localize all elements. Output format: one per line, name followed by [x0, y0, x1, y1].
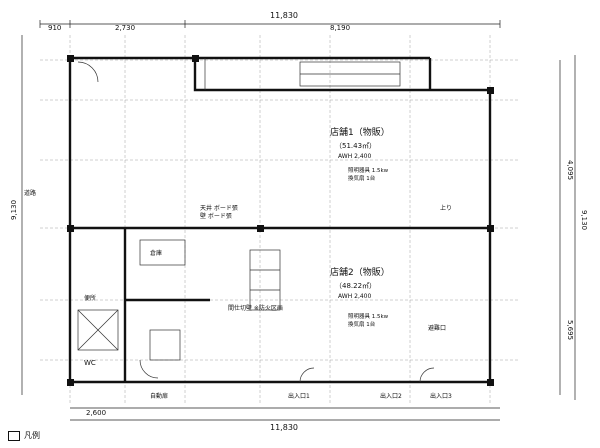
dim-bottom-total: 11,830	[270, 423, 298, 432]
legend-label: 凡例	[24, 431, 40, 440]
center-spec-1: 天井 ボード張	[200, 204, 238, 212]
dim-left-total: 9,130	[10, 200, 18, 220]
wc-label: WC	[84, 359, 96, 367]
shop2-spec-b: 換気扇 1台	[348, 320, 376, 328]
shop2-spec-a: 照明器具 1.5kw	[348, 313, 389, 320]
shop2-title: 店舗2（物販）	[330, 266, 390, 278]
dim-bottom-left: 2,600	[86, 409, 106, 417]
shop1-area: （51.43㎡）	[335, 142, 376, 150]
shop2-note: AWH 2,400	[338, 293, 371, 300]
escape-note: 避難口	[428, 324, 446, 332]
legend-swatch	[8, 430, 20, 441]
storage-label: 倉庫	[150, 249, 162, 257]
legend: 凡例	[8, 430, 40, 441]
center-spec-2: 壁 ボード張	[200, 212, 232, 220]
dim-top-seg-1: 910	[48, 24, 61, 32]
dim-top-seg-2: 2,730	[115, 24, 135, 32]
entrance-1: 出入口1	[288, 392, 310, 400]
dim-right-upper: 4,095	[566, 160, 574, 180]
dim-top-total: 11,830	[270, 11, 298, 20]
shop1-spec-b: 換気扇 1台	[348, 174, 376, 182]
entrance-3: 出入口3	[430, 392, 452, 400]
shop1-note: AWH 2,400	[338, 153, 371, 160]
entrance-2: 出入口2	[380, 392, 402, 400]
dim-top-seg-3: 8,190	[330, 24, 350, 32]
stair-note: 上り	[440, 204, 452, 212]
shop1-spec-a: 照明器具 1.5kw	[348, 167, 389, 174]
exterior-left: 道路	[24, 189, 36, 197]
dim-right-total: 9,130	[580, 210, 588, 230]
dim-right-lower: 5,695	[566, 320, 574, 340]
partition-note: 間仕切壁 ※防火区画	[228, 304, 283, 312]
car-entry: 自動扉	[150, 392, 168, 400]
shop1-title: 店舗1（物販）	[330, 126, 390, 138]
toilet-label: 便所	[84, 294, 96, 302]
shop2-area: （48.22㎡）	[335, 282, 376, 290]
